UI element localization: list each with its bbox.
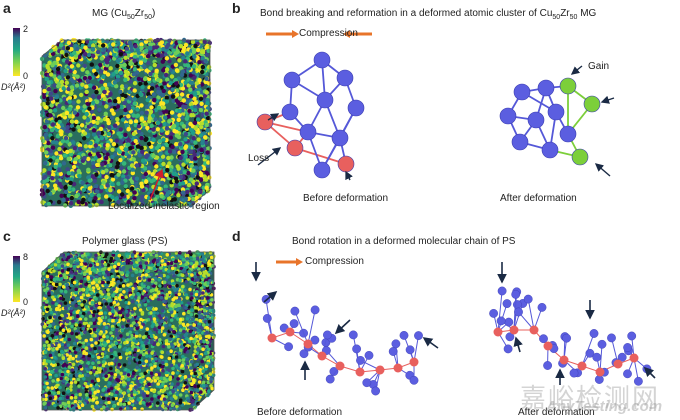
before-label-b: Before deformation: [303, 193, 389, 204]
cbar-max-a: 2: [23, 24, 29, 34]
cbar-label-c: D²(Å²): [1, 308, 26, 318]
compression-arrows-d: [276, 258, 303, 266]
polymer-cube-simulation: [40, 250, 216, 412]
cluster-before: [256, 51, 365, 179]
colorbar-c: [13, 256, 20, 302]
title-a: MG (Cu50Zr50): [92, 8, 156, 21]
cbar-label-a: D²(Å²): [1, 82, 26, 92]
cbar-min-a: 0: [23, 71, 29, 81]
panel-label-c: c: [3, 228, 11, 244]
cbar-max-c: 8: [23, 252, 29, 262]
panel-label-a: a: [3, 0, 11, 16]
compression-label-b: Compression: [299, 28, 358, 39]
compression-arrows-b: [266, 30, 372, 38]
cbar-min-c: 0: [23, 297, 29, 307]
panel-label-b: b: [232, 0, 241, 16]
gain-label: Gain: [588, 61, 610, 72]
watermark-en: AnyTesting.com: [546, 398, 663, 415]
compression-label-d: Compression: [305, 256, 364, 267]
colorbar-a: [13, 28, 20, 76]
title-d: Bond rotation in a deformed molecular ch…: [292, 236, 516, 247]
cluster-after: [499, 77, 601, 166]
annotation-localized: Localized inelastic region: [108, 201, 220, 212]
chain-after: [489, 286, 652, 386]
watermark-cn: 嘉峪检测网: [520, 384, 661, 414]
panel-label-d: d: [232, 228, 241, 244]
title-c: Polymer glass (PS): [82, 236, 168, 247]
red-arrow-icon: [149, 168, 164, 201]
chain-before: [261, 294, 423, 396]
after-label-b: After deformation: [500, 193, 577, 204]
title-b: Bond breaking and reformation in a defor…: [260, 8, 597, 21]
after-label-d: After deformation: [518, 407, 595, 418]
loss-label: Loss: [248, 153, 270, 164]
before-label-d: Before deformation: [257, 407, 343, 418]
mg-cube-simulation: [39, 37, 213, 209]
